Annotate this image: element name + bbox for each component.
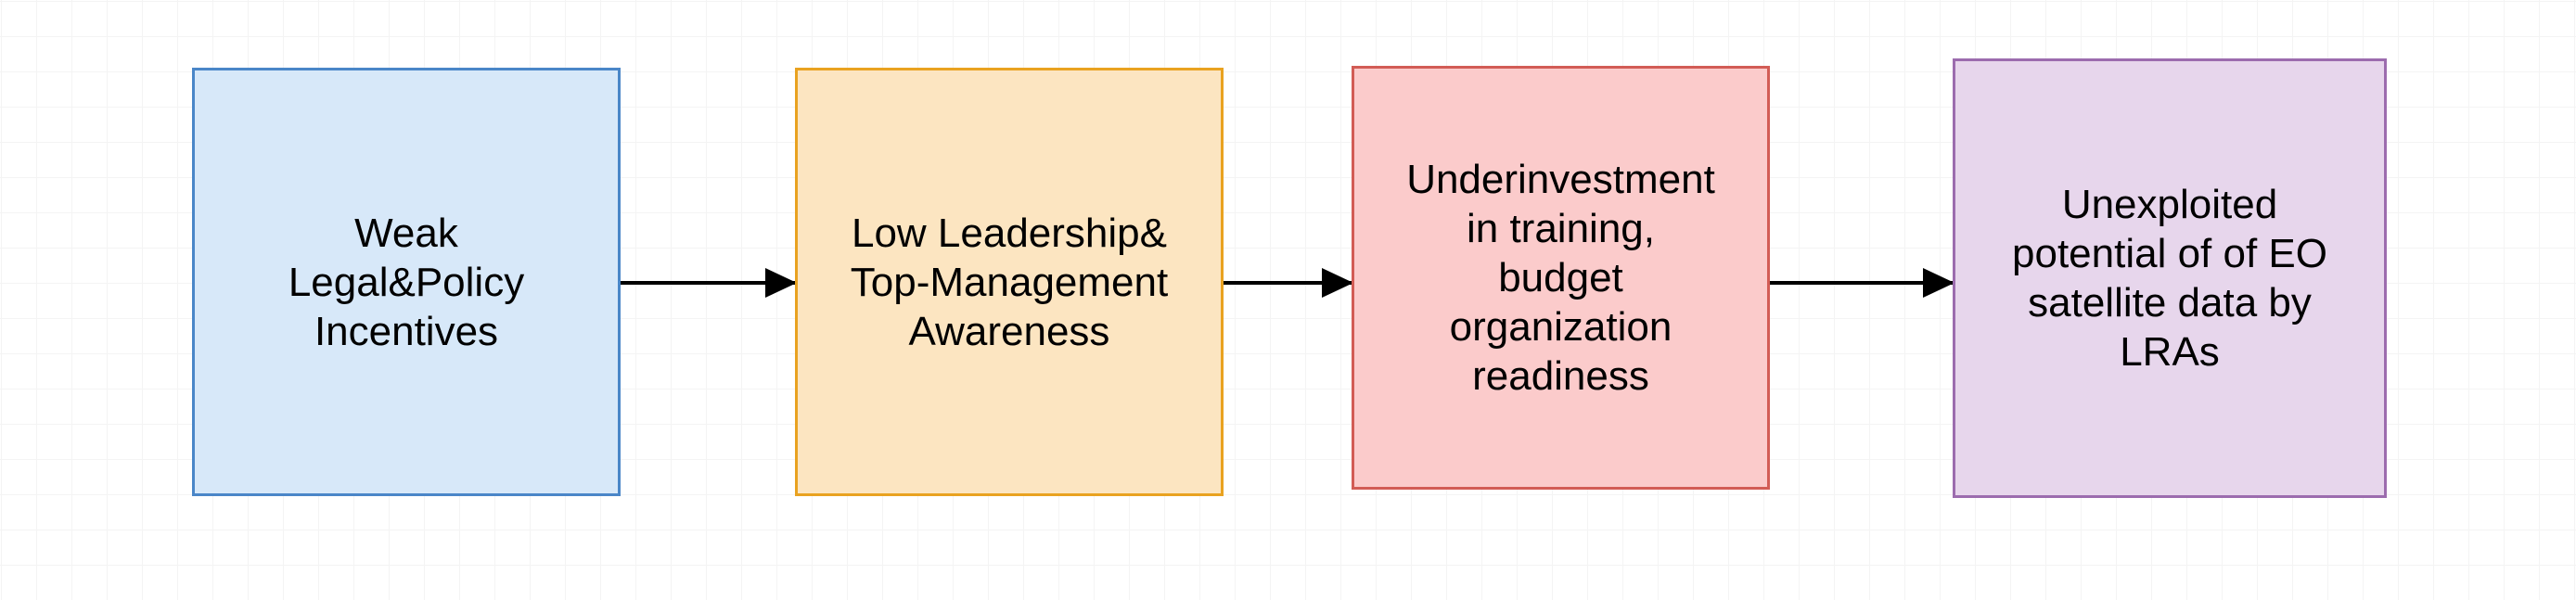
flow-node-label: Weak Legal&Policy Incentives <box>288 210 525 354</box>
arrowhead-icon <box>1923 268 1954 298</box>
arrow-line-icon <box>1770 264 1953 301</box>
flow-node-label: Unexploited potential of of EO satellite… <box>2012 182 2327 375</box>
flow-arrow-3[interactable] <box>1770 264 1954 301</box>
flow-arrow-2[interactable] <box>1224 264 1353 301</box>
arrowhead-icon <box>1322 268 1353 298</box>
arrowhead-icon <box>765 268 797 298</box>
flow-node-low-leadership-awareness[interactable]: Low Leadership& Top-Management Awareness <box>795 68 1224 496</box>
flow-node-weak-legal-policy-incentives[interactable]: Weak Legal&Policy Incentives <box>192 68 621 496</box>
flow-node-label: Underinvestment in training, budget orga… <box>1406 157 1715 399</box>
flow-node-label: Low Leadership& Top-Management Awareness <box>850 210 1169 354</box>
flow-node-underinvestment-training-budget[interactable]: Underinvestment in training, budget orga… <box>1352 66 1770 490</box>
flow-arrow-1[interactable] <box>621 264 797 301</box>
flow-node-unexploited-eo-satellite-data[interactable]: Unexploited potential of of EO satellite… <box>1953 58 2387 498</box>
